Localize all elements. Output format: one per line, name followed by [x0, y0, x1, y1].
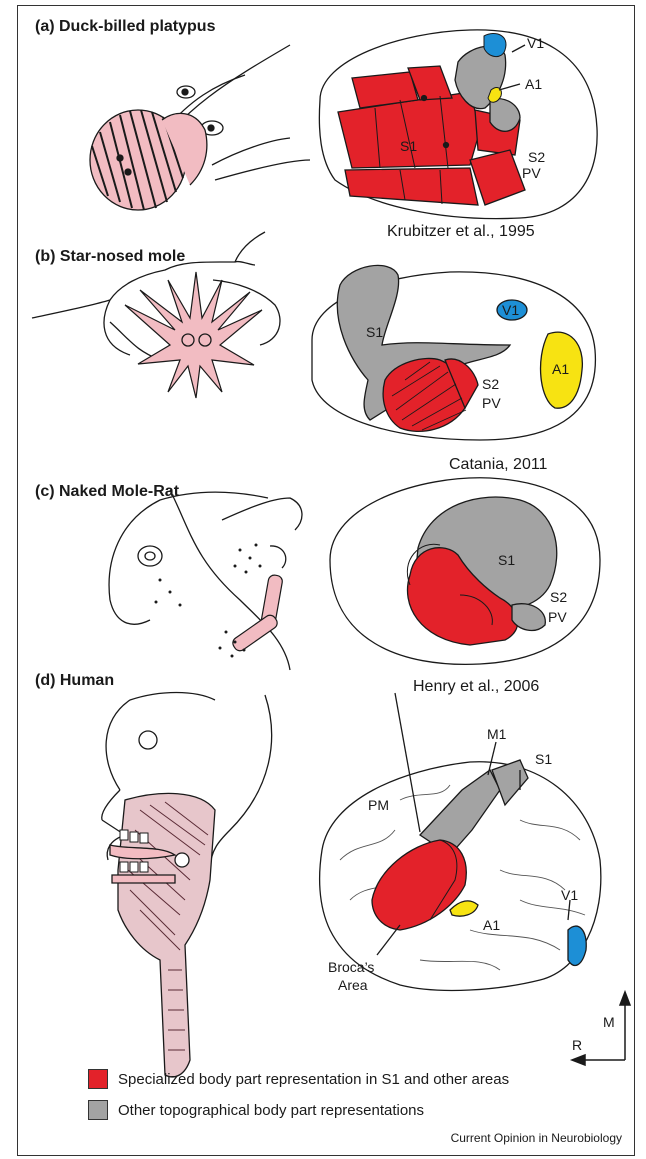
- orientation-medial-label: M: [603, 1015, 615, 1029]
- legend-swatch-specialized: [88, 1069, 108, 1089]
- orientation-rostral-label: R: [572, 1038, 582, 1052]
- naked-mole-rat-drawing: [109, 490, 302, 670]
- human-pm-label: PM: [368, 798, 389, 812]
- panel-c-title: (c) Naked Mole-Rat: [35, 483, 179, 501]
- platypus-a1-label: A1: [525, 77, 542, 91]
- human-broca-label-line1: Broca’s: [328, 960, 374, 974]
- panel-a-title: (a) Duck-billed platypus: [35, 18, 215, 36]
- legend-swatch-other: [88, 1100, 108, 1120]
- orientation-arrows: [572, 992, 630, 1065]
- platypus-v1-label: V1: [527, 36, 544, 50]
- mole-s2-label: S2: [482, 377, 499, 391]
- mole-rat-s1-label: S1: [498, 553, 515, 567]
- mole-rat-pv-label: PV: [548, 610, 567, 624]
- star-nosed-mole-cortex-map: [312, 265, 595, 440]
- mole-s1-label: S1: [366, 325, 383, 339]
- mole-pv-label: PV: [482, 396, 501, 410]
- panel-c-citation: Henry et al., 2006: [413, 678, 539, 696]
- legend-item-other: Other topographical body part representa…: [88, 1100, 424, 1120]
- legend-label-other: Other topographical body part representa…: [118, 1102, 424, 1119]
- mole-rat-s2-label: S2: [550, 590, 567, 604]
- platypus-cortex-map: [319, 30, 597, 219]
- human-s1-label: S1: [535, 752, 552, 766]
- naked-mole-rat-cortex-map: [330, 478, 600, 665]
- legend-item-specialized: Specialized body part representation in …: [88, 1069, 509, 1089]
- human-v1-label: V1: [561, 888, 578, 902]
- panel-b-citation: Catania, 2011: [449, 456, 547, 474]
- human-m1-label: M1: [487, 727, 506, 741]
- platypus-pv-label: PV: [522, 166, 541, 180]
- platypus-s2-label: S2: [528, 150, 545, 164]
- panel-d-title: (d) Human: [35, 672, 114, 690]
- platypus-s1-label: S1: [400, 139, 417, 153]
- panel-b-title: (b) Star-nosed mole: [35, 248, 185, 266]
- human-head-drawing: [102, 693, 272, 1077]
- panel-a-citation: Krubitzer et al., 1995: [387, 223, 535, 241]
- platypus-head-drawing: [90, 45, 310, 210]
- human-cortex-map: [320, 693, 601, 990]
- journal-credit: Current Opinion in Neurobiology: [451, 1131, 622, 1145]
- human-a1-label: A1: [483, 918, 500, 932]
- mole-a1-label: A1: [552, 362, 569, 376]
- human-broca-label-line2: Area: [338, 978, 368, 992]
- mole-v1-label: V1: [502, 303, 519, 317]
- legend-label-specialized: Specialized body part representation in …: [118, 1071, 509, 1088]
